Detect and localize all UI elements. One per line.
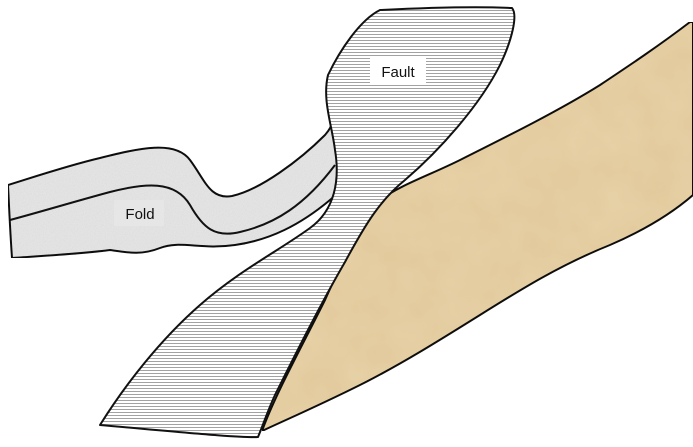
- fold-label: Fold: [125, 206, 154, 223]
- fault-label: Fault: [381, 64, 415, 81]
